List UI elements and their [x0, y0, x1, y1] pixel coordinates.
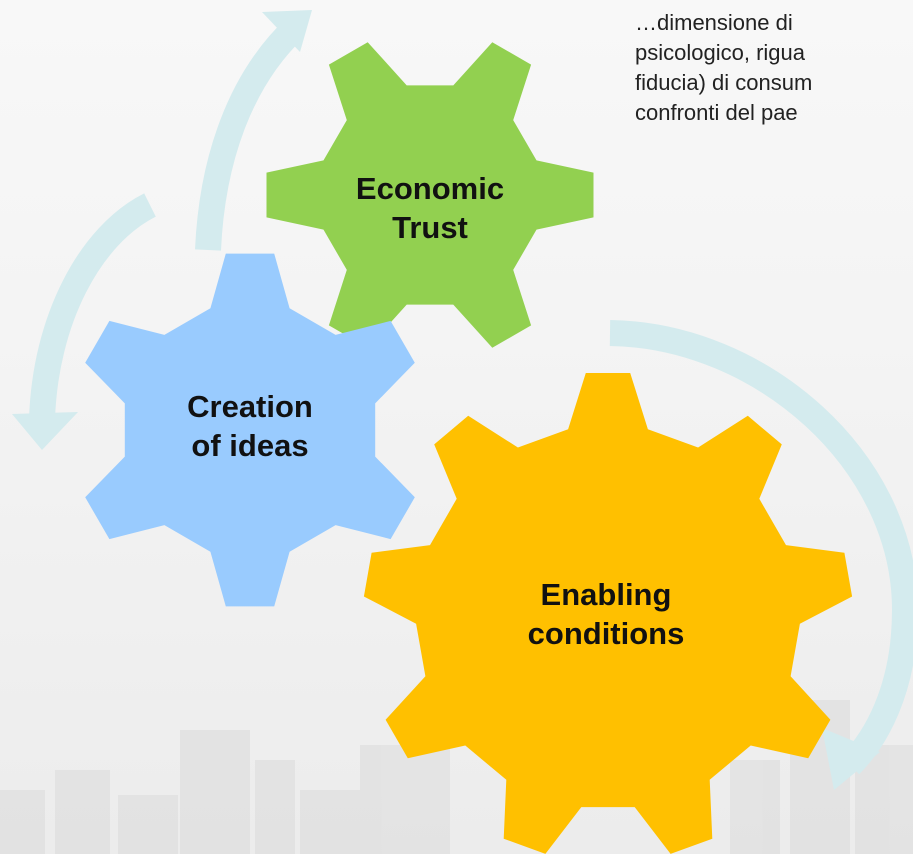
note-line: fiducia) di consum: [635, 70, 813, 95]
arrow-upper-left: [195, 18, 305, 251]
gear-label-line: Enabling: [540, 577, 672, 612]
gear-label-line: Trust: [392, 209, 468, 245]
skyline-background: [0, 700, 913, 854]
note-line: …dimensione di: [635, 10, 793, 35]
gear-label-line: conditions: [527, 615, 685, 651]
note-text: …dimensione di psicologico, rigua fiduci…: [635, 8, 913, 128]
cycle-arrows: [12, 10, 913, 790]
arrow-right-head: [822, 728, 880, 790]
gear-creation-of-ideas: [85, 253, 415, 607]
gear-label-line: Economic: [355, 171, 505, 206]
gear-enabling-conditions: [363, 373, 853, 854]
note-line: psicologico, rigua: [635, 40, 805, 65]
gear-economic-trust: [266, 42, 594, 348]
gear-label-creation-of-ideas: Creation of ideas: [150, 388, 350, 466]
gear-label-enabling-conditions: Enabling conditions: [506, 576, 706, 654]
gear-label-line: Creation: [187, 389, 313, 424]
note-line: confronti del pae: [635, 100, 798, 125]
arrow-upper-left-head: [262, 10, 312, 52]
arrow-right: [609, 320, 913, 775]
arrow-left-head: [12, 412, 78, 450]
gear-label-economic-trust: Economic Trust: [330, 170, 530, 248]
gear-label-line: of ideas: [191, 427, 309, 463]
arrow-left: [29, 193, 157, 421]
